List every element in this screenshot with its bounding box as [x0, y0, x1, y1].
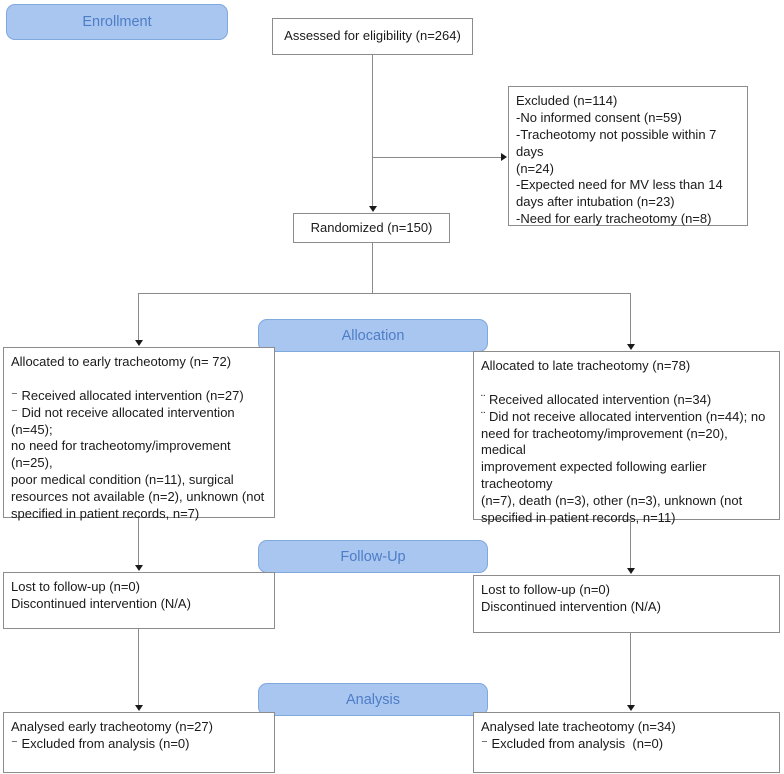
box-followup-early: Lost to follow-up (n=0) Discontinued int…	[3, 572, 275, 629]
arrowhead-into-alloc-late	[627, 344, 635, 350]
connector-followup-late-to-analysis	[630, 633, 631, 707]
box-assessed-eligibility: Assessed for eligibility (n=264)	[272, 18, 473, 55]
arrowhead-into-analysis-early	[135, 705, 143, 711]
box-analysis-early: Analysed early tracheotomy (n=27) ⁻ Excl…	[3, 712, 275, 773]
stage-label-enrollment: Enrollment	[6, 4, 228, 40]
arrowhead-into-analysis-late	[627, 705, 635, 711]
arrowhead-into-randomized	[369, 206, 377, 212]
stage-label-analysis: Analysis	[258, 683, 488, 716]
connector-randomized-to-branch	[372, 243, 373, 293]
box-excluded: Excluded (n=114) -No informed consent (n…	[508, 86, 748, 226]
arrowhead-into-excluded	[501, 153, 507, 161]
box-randomized: Randomized (n=150)	[293, 213, 450, 243]
box-allocated-late-tracheotomy: Allocated to late tracheotomy (n=78) ¨ R…	[473, 351, 780, 525]
connector-branch-horizontal	[138, 293, 631, 294]
connector-branch-to-alloc-late	[630, 293, 631, 346]
box-allocated-early-tracheotomy: Allocated to early tracheotomy (n= 72) ⁻…	[3, 347, 275, 521]
arrowhead-into-followup-early	[135, 565, 143, 571]
connector-alloc-late-to-followup	[630, 520, 631, 570]
connector-assessed-to-randomized	[372, 55, 373, 208]
stage-label-followup: Follow-Up	[258, 540, 488, 573]
box-followup-late: Lost to follow-up (n=0) Discontinued int…	[473, 575, 780, 633]
box-analysis-late: Analysed late tracheotomy (n=34) ⁻ Exclu…	[473, 712, 780, 773]
connector-followup-early-to-analysis	[138, 629, 139, 707]
connector-alloc-early-to-followup	[138, 518, 139, 567]
stage-label-allocation: Allocation	[258, 319, 488, 352]
connector-to-excluded	[373, 157, 503, 158]
connector-branch-to-alloc-early	[138, 293, 139, 342]
arrowhead-into-followup-late	[627, 568, 635, 574]
arrowhead-into-alloc-early	[135, 340, 143, 346]
